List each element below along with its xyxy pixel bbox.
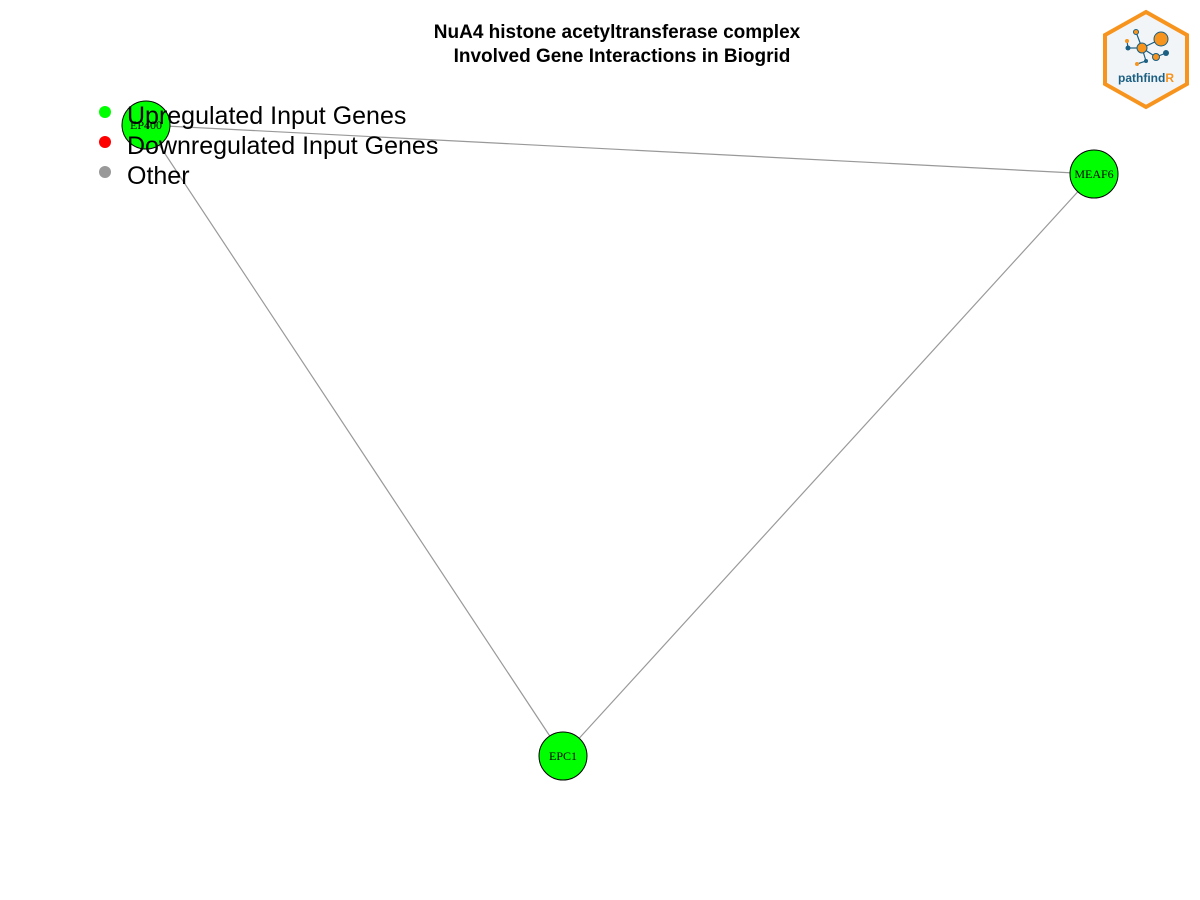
- edge-ep400-epc1: [145, 124, 564, 757]
- node-circle: [538, 731, 588, 781]
- edge-ep400-meaf6: [145, 124, 1095, 175]
- network-hexagon-icon: [1125, 29, 1169, 66]
- legend-upregulated-label: Upregulated Input Genes: [127, 102, 406, 130]
- legend-downregulated-swatch: [99, 136, 111, 148]
- node-epc1: EPC1: [538, 731, 588, 781]
- node-circle: [1069, 149, 1119, 199]
- diagram-title-line2: Involved Gene Interactions in Biogrid: [454, 46, 791, 67]
- diagram-title-line1: NuA4 histone acetyltransferase complex: [434, 22, 801, 43]
- legend-other-label: Other: [127, 162, 190, 190]
- edge-meaf6-epc1: [562, 173, 1095, 757]
- node-label: EPC1: [549, 749, 577, 763]
- edges-layer: [145, 124, 1095, 757]
- logo-text-main: pathfind: [1118, 71, 1165, 85]
- legend: Upregulated Input Genes Downregulated In…: [99, 102, 438, 190]
- logo-wordmark: pathfindR: [1118, 71, 1174, 85]
- node-meaf6: MEAF6: [1069, 149, 1119, 199]
- legend-downregulated-label: Downregulated Input Genes: [127, 132, 438, 160]
- legend-other-swatch: [99, 166, 111, 178]
- node-label: EP400: [130, 118, 162, 132]
- pathfindr-logo: pathfindR: [1103, 9, 1189, 110]
- legend-upregulated-swatch: [99, 106, 111, 118]
- node-circle: [121, 100, 171, 150]
- logo-text-accent: R: [1165, 71, 1174, 85]
- node-label: MEAF6: [1074, 167, 1113, 181]
- node-ep400: EP400: [121, 100, 171, 150]
